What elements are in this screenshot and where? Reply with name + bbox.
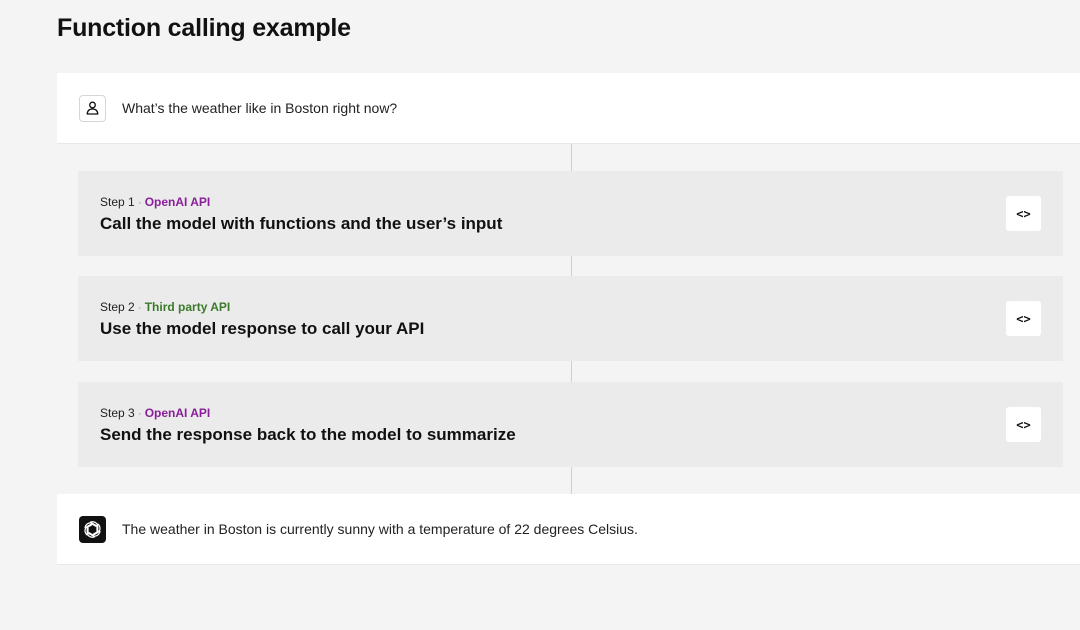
- step-meta: Step 2·Third party API: [100, 299, 230, 315]
- step-title: Use the model response to call your API: [100, 319, 425, 338]
- step-meta: Step 3·OpenAI API: [100, 405, 210, 421]
- code-icon: <>: [1016, 311, 1031, 326]
- step-card-1: Step 1·OpenAI API Call the model with fu…: [78, 171, 1063, 256]
- separator: ·: [137, 300, 142, 314]
- step-meta: Step 1·OpenAI API: [100, 194, 210, 210]
- code-icon: <>: [1016, 417, 1031, 432]
- separator: ·: [137, 195, 142, 209]
- separator: ·: [137, 406, 142, 420]
- view-code-button[interactable]: <>: [1006, 301, 1041, 336]
- api-label: Third party API: [144, 300, 231, 314]
- api-label: OpenAI API: [144, 406, 211, 420]
- user-message: What’s the weather like in Boston right …: [57, 73, 1080, 144]
- code-icon: <>: [1016, 206, 1031, 221]
- step-label: Step 2: [100, 300, 135, 314]
- user-icon: [79, 94, 106, 122]
- timeline-connector: [571, 361, 572, 382]
- step-title: Send the response back to the model to s…: [100, 425, 516, 444]
- view-code-button[interactable]: <>: [1006, 407, 1041, 442]
- step-card-3: Step 3·OpenAI API Send the response back…: [78, 382, 1063, 467]
- user-message-text: What’s the weather like in Boston right …: [122, 100, 398, 116]
- openai-logo-icon: [79, 515, 106, 543]
- step-card-2: Step 2·Third party API Use the model res…: [78, 276, 1063, 361]
- step-label: Step 3: [100, 406, 135, 420]
- view-code-button[interactable]: <>: [1006, 196, 1041, 231]
- step-title: Call the model with functions and the us…: [100, 214, 503, 233]
- timeline-connector: [571, 144, 572, 171]
- assistant-message: The weather in Boston is currently sunny…: [57, 494, 1080, 565]
- page-title: Function calling example: [57, 14, 351, 42]
- timeline-connector: [571, 256, 572, 276]
- step-label: Step 1: [100, 195, 135, 209]
- assistant-message-text: The weather in Boston is currently sunny…: [122, 521, 638, 537]
- timeline-connector: [571, 467, 572, 494]
- api-label: OpenAI API: [144, 195, 211, 209]
